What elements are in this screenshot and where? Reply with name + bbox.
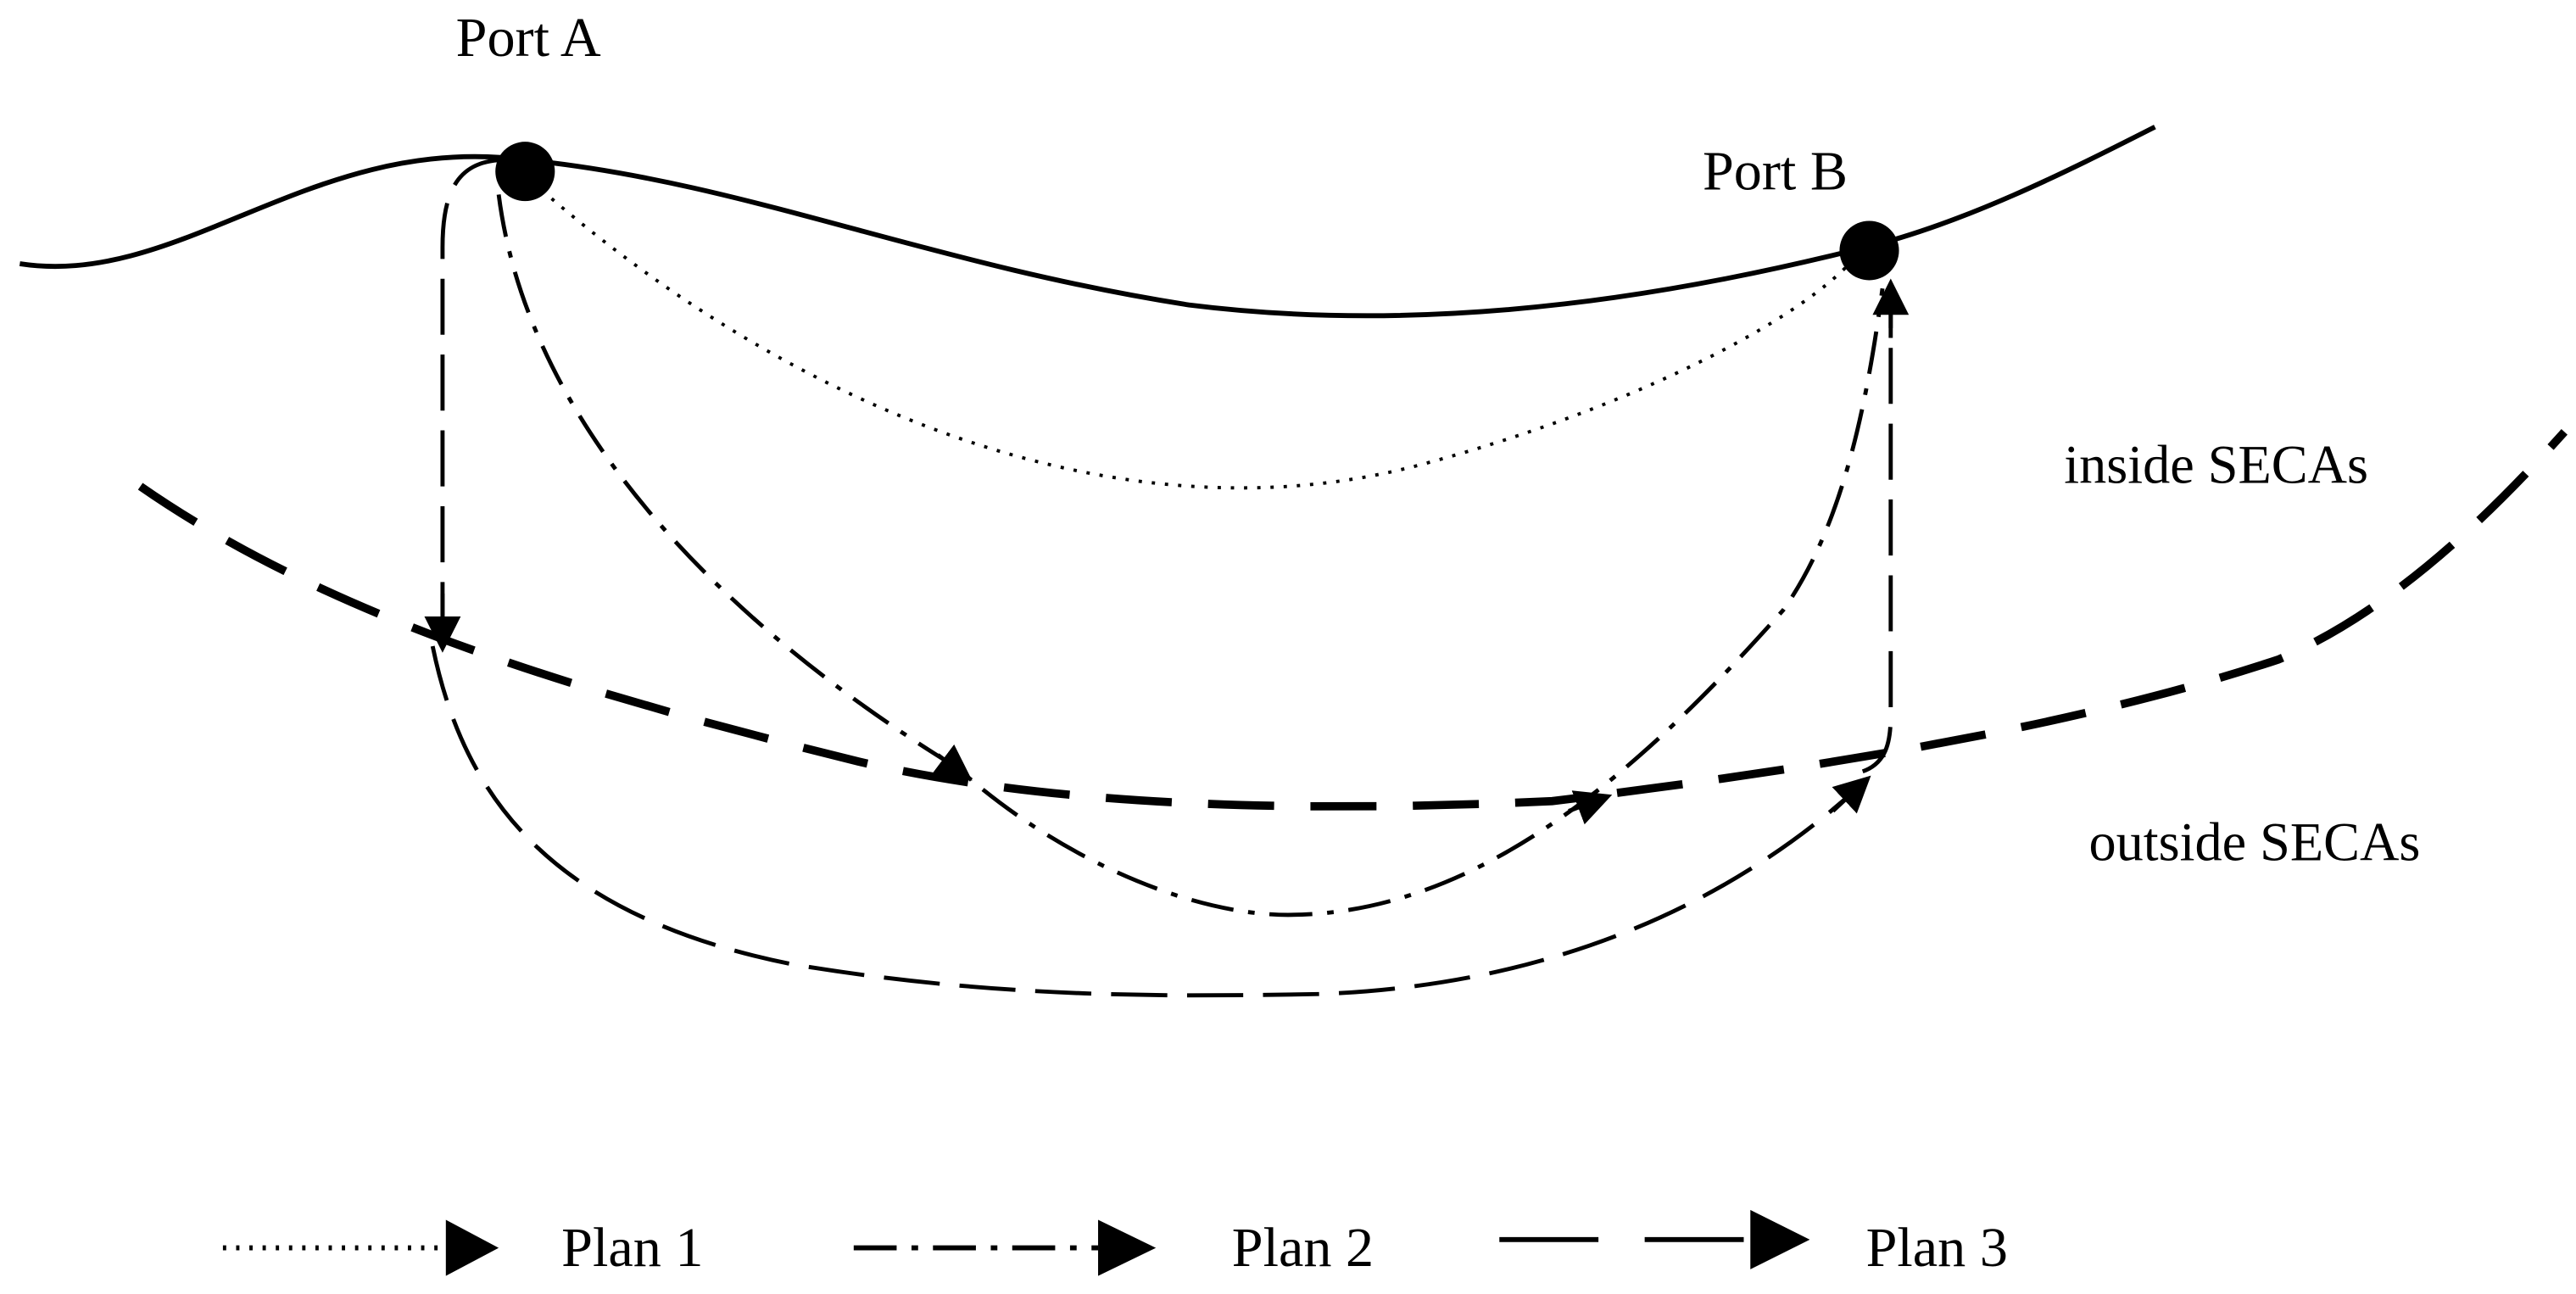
legend-plan3-arrow-icon — [1750, 1209, 1810, 1269]
port-a-marker — [495, 142, 555, 202]
legend-plan3-label: Plan 3 — [1866, 1217, 2008, 1279]
legend-plan1-arrow-icon — [445, 1219, 499, 1276]
plan2-arrow-exit — [1568, 790, 1613, 825]
plan3-route — [440, 158, 503, 635]
legend: Plan 1 Plan 2 Plan 3 — [222, 1209, 2008, 1279]
legend-plan2-arrow-icon — [1098, 1219, 1157, 1276]
coastline — [19, 125, 2156, 319]
plan3-route-up — [1861, 304, 1893, 774]
seca-boundary — [137, 429, 2568, 811]
plan3-arrow-arc — [1831, 775, 1871, 814]
plan1-route — [530, 180, 1848, 490]
inside-seca-label: inside SECAs — [2064, 435, 2368, 495]
plan2-arrow-entry — [932, 744, 973, 781]
legend-plan1-label: Plan 1 — [561, 1217, 703, 1279]
legend-plan2-label: Plan 2 — [1232, 1217, 1374, 1279]
port-b-marker — [1839, 220, 1899, 281]
outside-seca-label: outside SECAs — [2089, 812, 2421, 873]
port-a-label: Port A — [456, 7, 601, 69]
plan3-route-arc — [430, 645, 1860, 998]
plan2-route — [496, 194, 1885, 918]
port-b-label: Port B — [1703, 141, 1848, 203]
